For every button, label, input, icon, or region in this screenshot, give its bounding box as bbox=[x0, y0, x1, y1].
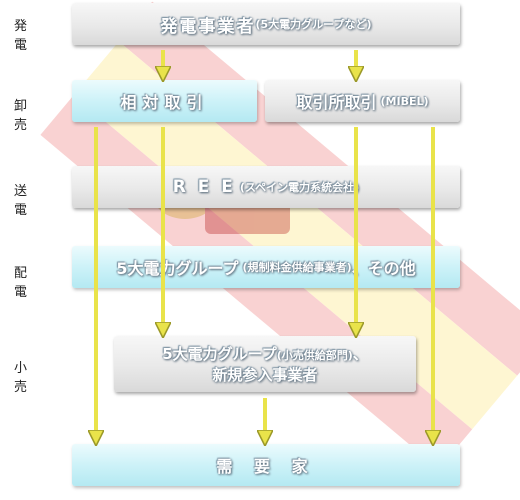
retail-box-line2: 新規参入事業者 bbox=[212, 366, 318, 384]
distribution-box: 5大電力グループ (規制料金供給事業者) 、その他 bbox=[72, 246, 460, 288]
exchange-trading-label: 取引所取引 bbox=[296, 93, 377, 112]
row-label-retail: 小 売 bbox=[14, 361, 38, 395]
distribution-box-note: (規制料金供給事業者) bbox=[242, 261, 352, 274]
retail-box-line1-tail: 、 bbox=[352, 345, 368, 363]
row-label-transmission: 送 電 bbox=[14, 184, 38, 218]
row-label-wholesale: 卸 売 bbox=[14, 99, 38, 133]
consumer-box: 需 要 家 bbox=[72, 444, 460, 486]
generation-box: 発電事業者 (5大電力グループなど) bbox=[72, 3, 460, 45]
retail-box-line1-note: (小売供給部門) bbox=[276, 349, 353, 362]
exchange-trading-note: (MIBEL) bbox=[380, 94, 429, 108]
retail-box: 5大電力グループ(小売供給部門)、 新規参入事業者 bbox=[114, 336, 416, 392]
consumer-box-label: 需 要 家 bbox=[216, 457, 316, 476]
transmission-box-label: R E E bbox=[172, 177, 236, 197]
row-label-distribution: 配 電 bbox=[14, 266, 38, 300]
generation-box-label: 発電事業者 bbox=[160, 16, 256, 37]
transmission-box-note: (スペイン電力系統会社) bbox=[239, 181, 360, 194]
row-label-generation: 発 電 bbox=[14, 19, 38, 53]
distribution-box-tail: 、その他 bbox=[351, 259, 416, 278]
distribution-box-label: 5大電力グループ bbox=[116, 259, 239, 278]
retail-box-line1-label: 5大電力グループ bbox=[162, 345, 277, 363]
exchange-trading-box: 取引所取引 (MIBEL) bbox=[265, 80, 460, 122]
bilateral-trading-box: 相対取引 bbox=[72, 80, 257, 122]
generation-box-note: (5大電力グループなど) bbox=[255, 18, 372, 31]
transmission-box: R E E (スペイン電力系統会社) bbox=[72, 166, 460, 208]
bilateral-trading-label: 相対取引 bbox=[120, 93, 209, 112]
